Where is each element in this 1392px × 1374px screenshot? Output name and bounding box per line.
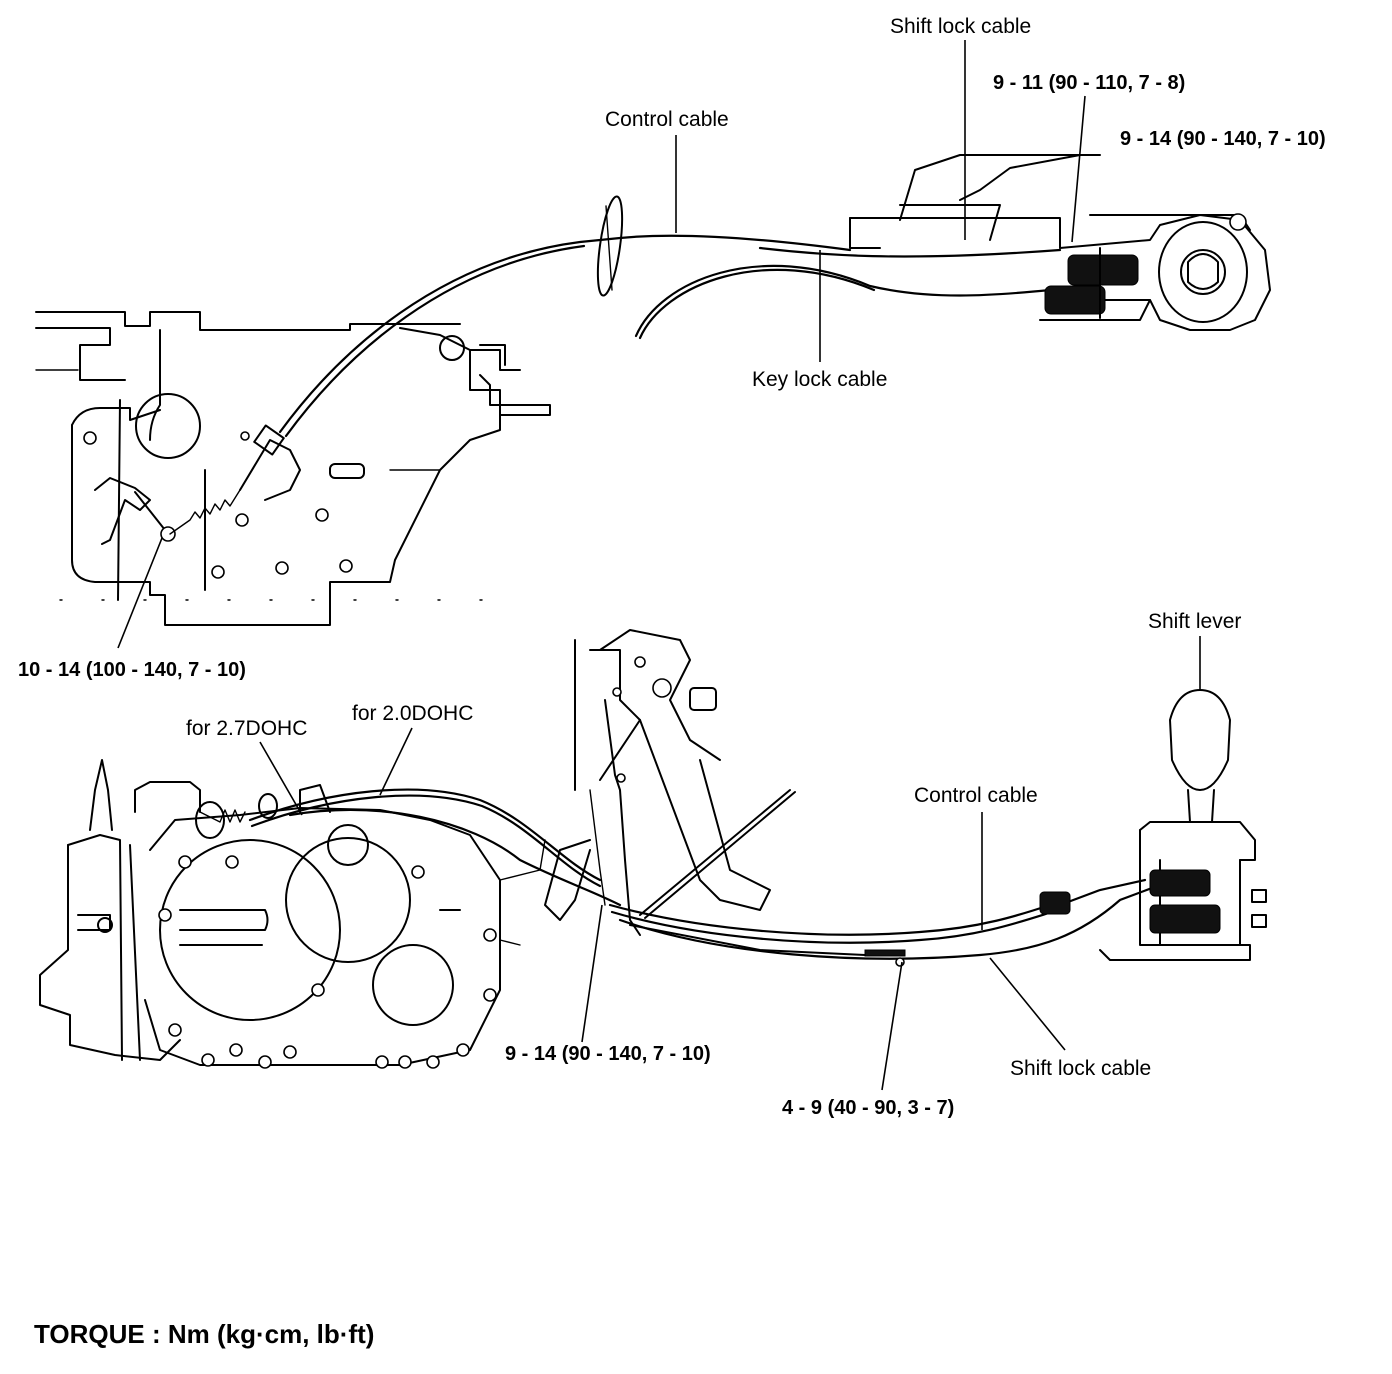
leader-lines [117, 40, 1201, 1091]
label-torque-9-14-top: 9 - 14 (90 - 140, 7 - 10) [1120, 128, 1326, 150]
top-control-cable [278, 195, 1062, 438]
label-shift-lock-cable-bottom: Shift lock cable [1010, 1057, 1151, 1080]
torque-units-legend: TORQUE : Nm (kg·cm, lb·ft) [34, 1319, 374, 1349]
bottom-cables [248, 788, 1162, 967]
top-transaxle-drawing [35, 311, 551, 626]
bottom-shift-lever-assembly [1039, 689, 1267, 961]
label-control-cable-top: Control cable [605, 108, 729, 131]
callout-labels: Shift lock cable 9 - 11 (90 - 110, 7 - 8… [18, 15, 1326, 1349]
label-torque-10-14: 10 - 14 (100 - 140, 7 - 10) [18, 659, 246, 681]
brake-pedal-bracket [544, 629, 771, 936]
label-shift-lever: Shift lever [1148, 610, 1241, 633]
bottom-transaxle-drawing [39, 759, 546, 1069]
label-key-lock-cable: Key lock cable [752, 368, 887, 391]
top-shifter-assembly [849, 154, 1271, 331]
label-for-2-7dohc: for 2.7DOHC [186, 717, 307, 740]
label-torque-9-11: 9 - 11 (90 - 110, 7 - 8) [993, 72, 1185, 94]
label-control-cable-bottom: Control cable [914, 784, 1038, 807]
label-torque-4-9: 4 - 9 (40 - 90, 3 - 7) [782, 1097, 954, 1119]
label-torque-9-14-bottom: 9 - 14 (90 - 140, 7 - 10) [505, 1043, 711, 1065]
label-shift-lock-cable-top: Shift lock cable [890, 15, 1031, 38]
label-for-2-0dohc: for 2.0DOHC [352, 702, 473, 725]
